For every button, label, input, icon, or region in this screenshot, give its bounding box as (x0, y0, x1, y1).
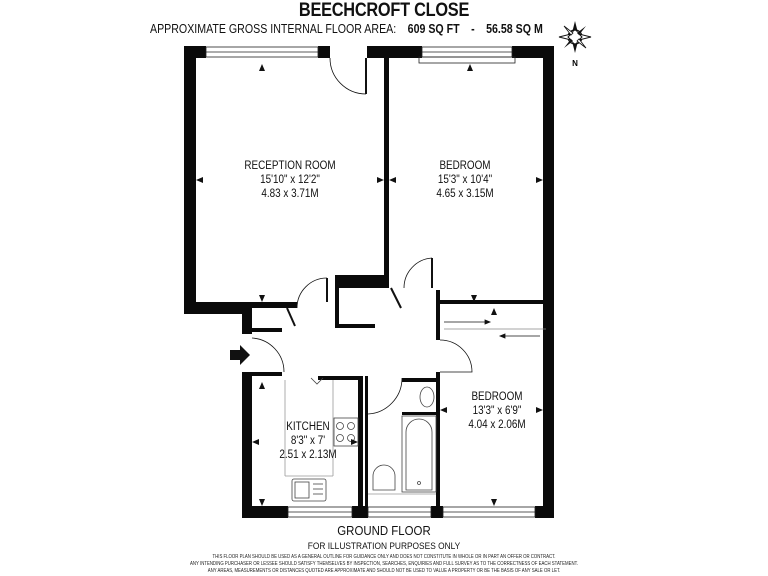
compass-north-label: N (572, 59, 578, 68)
disclaimer-line: THIS FLOOR PLAN SHOULD BE USED AS A GENE… (212, 554, 556, 560)
disclaimer: THIS FLOOR PLAN SHOULD BE USED AS A GENE… (77, 554, 691, 575)
room-imperial: 13'3" x 6'9" (472, 405, 522, 417)
room-label-kitchen: KITCHEN 8'3" x 7' 2.51 x 2.13M (278, 420, 338, 462)
floor-area-sqft: 609 SQ FT (407, 22, 460, 36)
property-title: BEECHCROFT CLOSE (298, 0, 470, 21)
wardrobe-sliding-doors (444, 319, 546, 339)
room-imperial: 15'10" x 12'2" (260, 174, 320, 186)
room-imperial: 15'3" x 10'4" (437, 174, 493, 186)
room-label-bedroom-2: BEDROOM 13'3" x 6'9" 4.04 x 2.06M (467, 390, 527, 432)
room-name: BEDROOM (439, 160, 491, 172)
door-swings (251, 57, 473, 415)
floor-area-sqm: 56.58 SQ M (486, 22, 543, 36)
room-name: RECEPTION ROOM (244, 160, 336, 172)
compass-rose-icon (558, 21, 592, 53)
room-label-bedroom-1: BEDROOM 15'3" x 10'4" 4.65 x 3.15M (426, 159, 503, 201)
disclaimer-line: ANY AREAS, MEASUREMENTS OR DISTANCES QUO… (207, 568, 561, 574)
room-name: BEDROOM (471, 391, 523, 403)
kitchen-fittings (284, 377, 359, 502)
dimension-markers (196, 64, 543, 506)
floor-area-line: APPROXIMATE GROSS INTERNAL FLOOR AREA: 6… (150, 22, 543, 36)
room-metric: 4.83 x 3.71M (261, 188, 319, 200)
walls (184, 46, 554, 518)
windows (205, 46, 536, 518)
room-metric: 4.65 x 3.15M (436, 188, 494, 200)
floor-area-separator: - (471, 22, 475, 36)
entrance-arrow-icon (230, 345, 250, 365)
room-imperial: 8'3" x 7' (290, 435, 326, 447)
illustration-note: FOR ILLUSTRATION PURPOSES ONLY (307, 541, 461, 552)
bathroom-fittings (368, 386, 437, 495)
room-label-reception: RECEPTION ROOM 15'10" x 12'2" 4.83 x 3.7… (238, 159, 341, 201)
disclaimer-line: ANY INTENDING PURCHASER OR LESSEE SHOULD… (190, 561, 578, 567)
floor-area-label: APPROXIMATE GROSS INTERNAL FLOOR AREA: (150, 22, 397, 36)
room-name: KITCHEN (286, 421, 330, 433)
room-metric: 2.51 x 2.13M (279, 449, 337, 461)
room-metric: 4.04 x 2.06M (468, 419, 526, 431)
floor-label: GROUND FLOOR (337, 523, 431, 538)
